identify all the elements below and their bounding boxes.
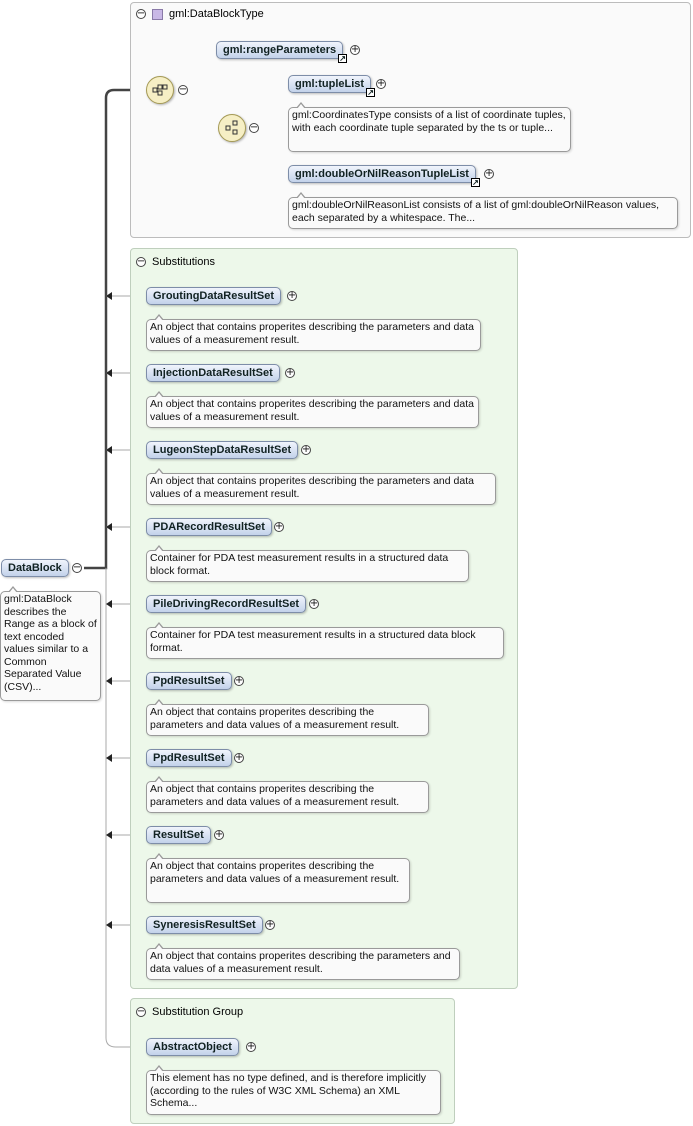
- substitution-element[interactable]: GroutingDataResultSet: [146, 287, 282, 305]
- root-element-label: DataBlock: [8, 562, 62, 574]
- double-list-node[interactable]: gml:doubleOrNilReasonTupleList ↗: [288, 165, 480, 187]
- double-list-expand-icon[interactable]: +: [484, 168, 494, 179]
- substitution-element[interactable]: SyneresisResultSet: [146, 916, 263, 934]
- substitution-element-label: PpdResultSet: [153, 752, 225, 764]
- substitution-group-header: − Substitution Group: [136, 1004, 243, 1020]
- abstract-object-doc: This element has no type defined, and is…: [146, 1065, 441, 1115]
- substitution-doc: An object that contains properites descr…: [146, 468, 496, 505]
- range-parameters-expand-icon[interactable]: +: [350, 44, 360, 55]
- collapse-icon[interactable]: −: [136, 256, 146, 267]
- substitution-group-title: Substitution Group: [152, 1006, 244, 1018]
- reference-arrow-icon: ↗: [470, 178, 480, 187]
- sequence-collapse-icon[interactable]: −: [178, 84, 188, 95]
- substitutions-title: Substitutions: [152, 256, 215, 268]
- reference-arrow-icon: ↗: [366, 88, 376, 97]
- abstract-object-node[interactable]: AbstractObject: [146, 1038, 239, 1056]
- substitution-element-label: LugeonStepDataResultSet: [153, 444, 292, 456]
- substitution-element-label: PileDrivingRecordResultSet: [153, 598, 300, 610]
- substitution-doc: An object that contains properites descr…: [146, 699, 429, 736]
- expand-icon[interactable]: +: [309, 598, 319, 609]
- type-panel-title: gml:DataBlockType: [169, 8, 264, 20]
- substitution-element[interactable]: PileDrivingRecordResultSet: [146, 595, 307, 613]
- substitution-element[interactable]: PpdResultSet: [146, 672, 232, 690]
- choice-compositor-icon[interactable]: [218, 114, 246, 142]
- substitution-element[interactable]: LugeonStepDataResultSet: [146, 441, 299, 459]
- double-list-label: gml:doubleOrNilReasonTupleList: [295, 168, 469, 180]
- sequence-compositor-icon[interactable]: [146, 76, 174, 104]
- substitution-doc: Container for PDA test measurement resul…: [146, 622, 504, 659]
- substitution-doc: An object that contains properites descr…: [146, 776, 429, 813]
- expand-icon[interactable]: +: [301, 444, 311, 455]
- substitution-element[interactable]: InjectionDataResultSet: [146, 364, 280, 382]
- tuple-list-expand-icon[interactable]: +: [376, 78, 386, 89]
- tuple-list-label: gml:tupleList: [295, 78, 365, 90]
- substitution-element-label: PDARecordResultSet: [153, 521, 265, 533]
- substitution-element-label: InjectionDataResultSet: [153, 367, 273, 379]
- substitution-element-label: ResultSet: [153, 829, 204, 841]
- root-element-doc: gml:DataBlock describes the Range as a b…: [0, 586, 101, 701]
- substitution-doc: Container for PDA test measurement resul…: [146, 545, 469, 582]
- abstract-object-expand-icon[interactable]: +: [246, 1041, 256, 1052]
- substitution-element[interactable]: PDARecordResultSet: [146, 518, 272, 536]
- complex-type-icon: [152, 8, 163, 20]
- collapse-icon[interactable]: −: [136, 1006, 146, 1017]
- root-element-node[interactable]: DataBlock: [1, 559, 69, 577]
- expand-icon[interactable]: +: [234, 675, 244, 686]
- tuple-list-doc: gml:CoordinatesType consists of a list o…: [288, 102, 571, 152]
- type-panel-header: − gml:DataBlockType: [136, 6, 264, 22]
- abstract-object-label: AbstractObject: [153, 1041, 232, 1053]
- double-list-doc: gml:doubleOrNilReasonList consists of a …: [288, 192, 678, 229]
- substitution-element[interactable]: PpdResultSet: [146, 749, 232, 767]
- range-parameters-node[interactable]: gml:rangeParameters ↗: [216, 41, 348, 63]
- expand-icon[interactable]: +: [285, 367, 295, 378]
- expand-icon[interactable]: +: [265, 919, 275, 930]
- substitution-doc: An object that contains properites descr…: [146, 391, 479, 428]
- expand-icon[interactable]: +: [287, 290, 297, 301]
- choice-collapse-icon[interactable]: −: [249, 122, 259, 133]
- expand-icon[interactable]: +: [234, 752, 244, 763]
- substitution-element[interactable]: ResultSet: [146, 826, 211, 844]
- reference-arrow-icon: ↗: [338, 54, 348, 63]
- collapse-icon[interactable]: −: [136, 8, 146, 19]
- expand-icon[interactable]: +: [214, 829, 224, 840]
- substitution-doc: An object that contains properites descr…: [146, 853, 410, 903]
- substitution-doc: An object that contains properites descr…: [146, 314, 481, 351]
- root-collapse-icon[interactable]: −: [72, 562, 82, 573]
- range-parameters-label: gml:rangeParameters: [223, 44, 337, 56]
- substitutions-header: − Substitutions: [136, 254, 215, 270]
- substitution-doc: An object that contains properites descr…: [146, 943, 460, 980]
- substitution-element-label: SyneresisResultSet: [153, 919, 256, 931]
- substitution-element-label: PpdResultSet: [153, 675, 225, 687]
- substitution-element-label: GroutingDataResultSet: [153, 290, 275, 302]
- expand-icon[interactable]: +: [274, 521, 284, 532]
- tuple-list-node[interactable]: gml:tupleList ↗: [288, 75, 376, 97]
